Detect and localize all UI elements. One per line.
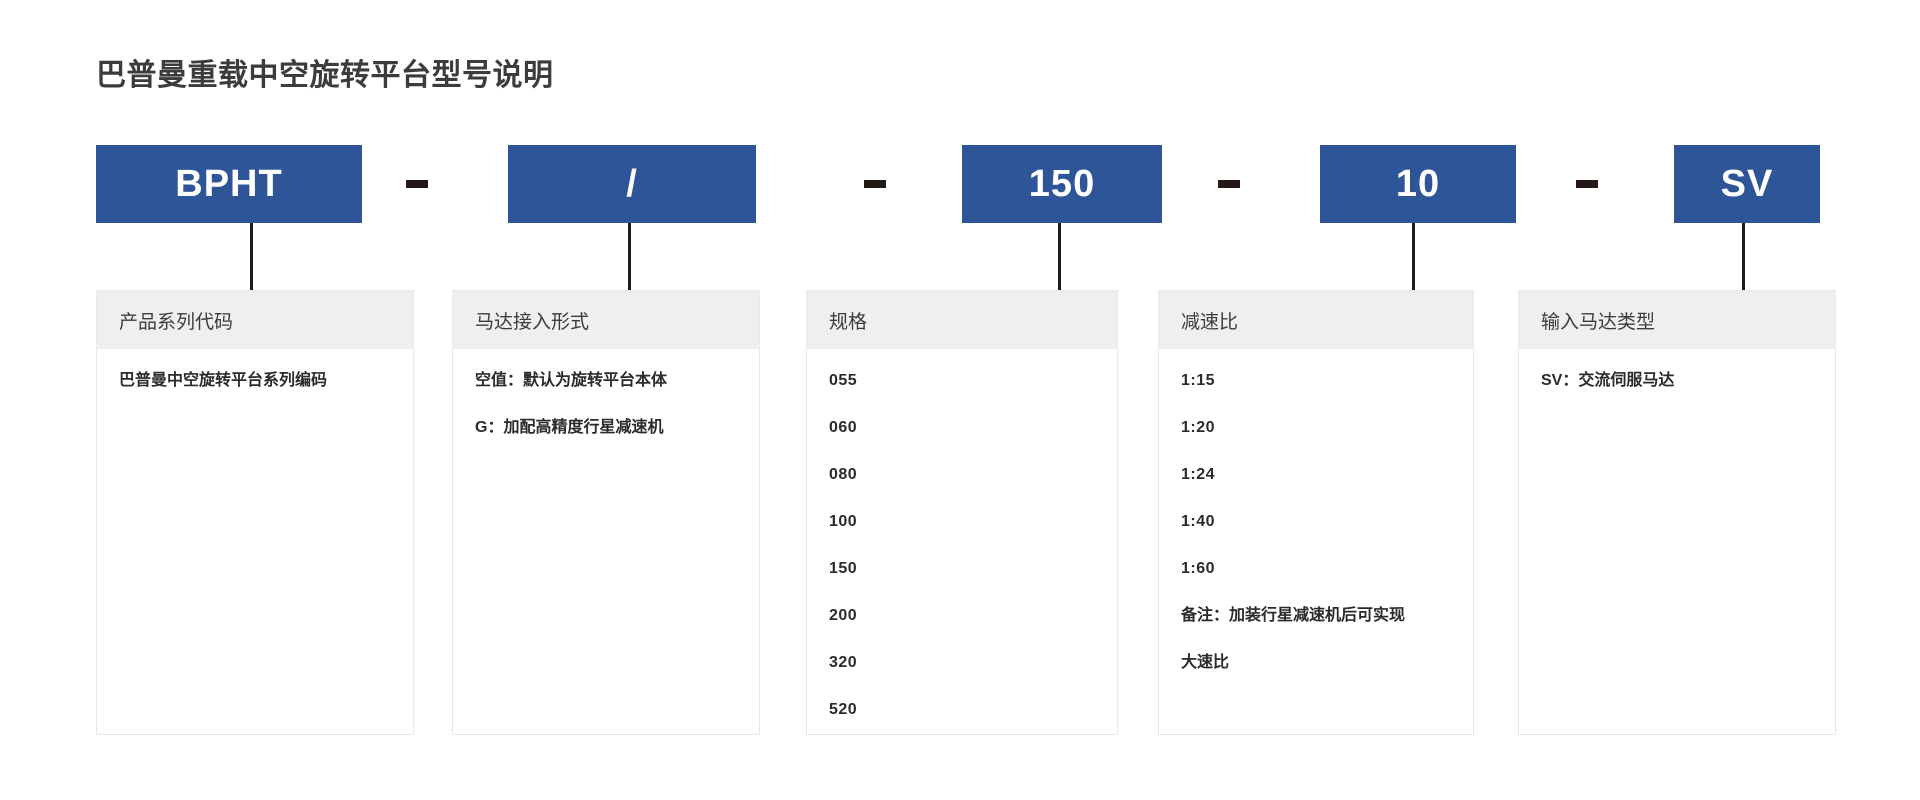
column-header-input-motor-type: 输入马达类型	[1519, 291, 1835, 349]
column-spec: 规格 055 060 080 100 150 200 320 520	[806, 290, 1118, 735]
connector-stem-4	[1412, 223, 1415, 290]
column-header-reduction-ratio: 减速比	[1159, 291, 1473, 349]
separator-dash-1	[406, 180, 428, 188]
list-item: 520	[829, 701, 858, 718]
connector-stem-1	[250, 223, 253, 290]
column-header-spec: 规格	[807, 291, 1117, 349]
list-item: 320	[829, 654, 858, 671]
list-item: 1:60	[1181, 560, 1216, 577]
list-item: 150	[829, 560, 858, 577]
connector-stem-2	[628, 223, 631, 290]
code-chip-spec[interactable]: 150	[962, 145, 1162, 223]
list-item: G：加配高精度行星减速机	[475, 419, 664, 436]
column-motor-interface: 马达接入形式 空值：默认为旋转平台本体 G：加配高精度行星减速机	[452, 290, 760, 735]
list-item: 1:40	[1181, 513, 1216, 530]
connector-stem-5	[1742, 223, 1745, 290]
column-product-series: 产品系列代码 巴普曼中空旋转平台系列编码	[96, 290, 414, 735]
connector-stem-3	[1058, 223, 1061, 290]
list-item: 1:24	[1181, 466, 1216, 483]
column-body-motor-interface: 空值：默认为旋转平台本体 G：加配高精度行星减速机	[453, 349, 759, 438]
page-title: 巴普曼重载中空旋转平台型号说明	[96, 59, 554, 92]
model-code-row: BPHT / 150 10 SV	[96, 145, 1836, 223]
note-line: 备注：加装行星减速机后可实现	[1181, 607, 1406, 624]
separator-dash-4	[1576, 180, 1598, 188]
column-header-motor-interface: 马达接入形式	[453, 291, 759, 349]
list-item: 1:15	[1181, 372, 1216, 389]
column-reduction-ratio: 减速比 1:15 1:20 1:24 1:40 1:60 备注：加装行星减速机后…	[1158, 290, 1474, 735]
code-chip-motor-interface[interactable]: /	[508, 145, 756, 223]
code-chip-motor-type[interactable]: SV	[1674, 145, 1820, 223]
list-item: 100	[829, 513, 858, 530]
column-header-product-series: 产品系列代码	[97, 291, 413, 349]
list-item: 080	[829, 466, 858, 483]
column-body-product-series: 巴普曼中空旋转平台系列编码	[97, 349, 413, 391]
column-body-reduction-ratio: 1:15 1:20 1:24 1:40 1:60 备注：加装行星减速机后可实现 …	[1159, 349, 1473, 673]
list-item: 060	[829, 419, 858, 436]
code-chip-series[interactable]: BPHT	[96, 145, 362, 223]
code-chip-ratio[interactable]: 10	[1320, 145, 1516, 223]
separator-dash-2	[864, 180, 886, 188]
column-body-spec: 055 060 080 100 150 200 320 520	[807, 349, 1117, 720]
list-item: 055	[829, 372, 858, 389]
list-item: 空值：默认为旋转平台本体	[475, 372, 668, 389]
column-input-motor-type: 输入马达类型 SV：交流伺服马达	[1518, 290, 1836, 735]
list-item: 巴普曼中空旋转平台系列编码	[119, 372, 328, 389]
note-line: 大速比	[1181, 654, 1230, 671]
list-item: 1:20	[1181, 419, 1216, 436]
separator-dash-3	[1218, 180, 1240, 188]
column-body-input-motor-type: SV：交流伺服马达	[1519, 349, 1835, 391]
list-item: 200	[829, 607, 858, 624]
list-item: SV：交流伺服马达	[1541, 372, 1675, 389]
